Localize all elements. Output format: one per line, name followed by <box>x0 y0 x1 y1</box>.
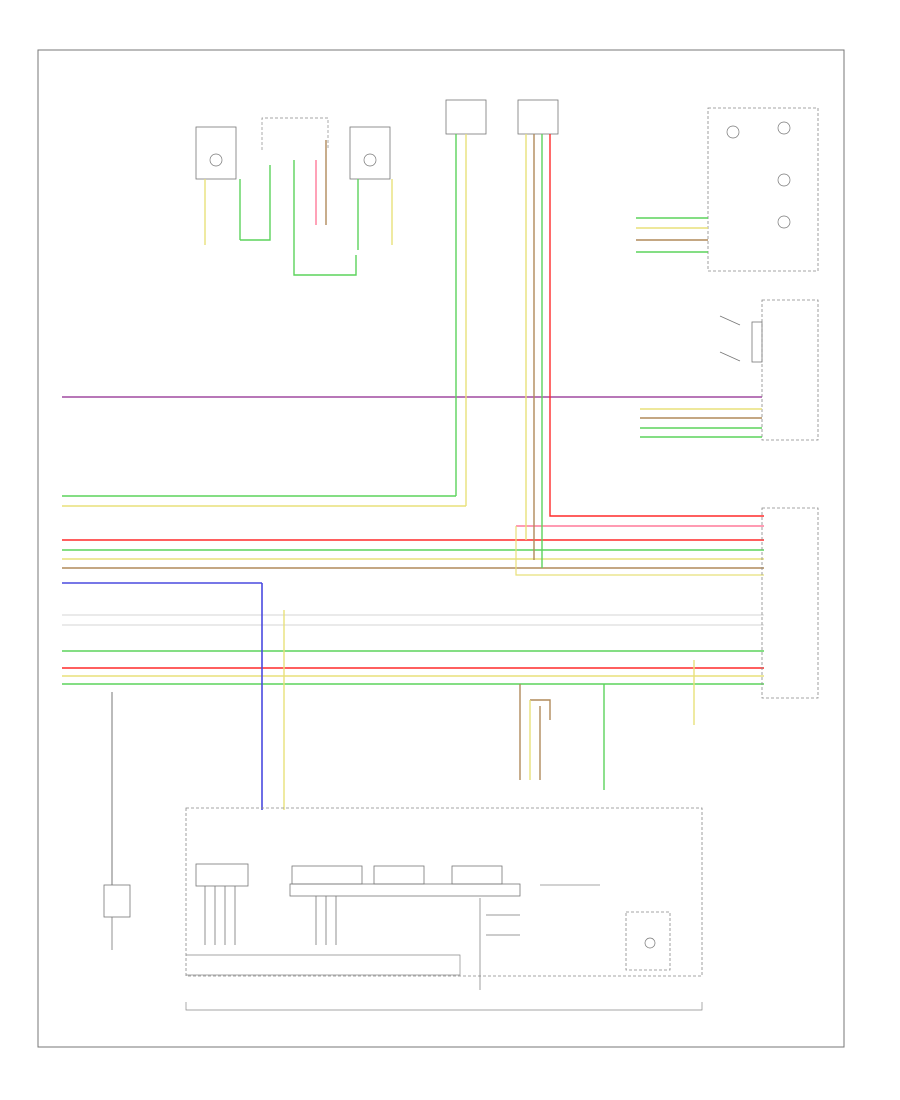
bus-line <box>479 898 520 990</box>
sub-connector <box>373 865 425 885</box>
top-right-module <box>636 107 819 272</box>
switch-block <box>751 321 763 363</box>
module-icon <box>777 173 791 187</box>
sensor-box <box>103 884 131 918</box>
sub-connector <box>291 865 363 885</box>
module-icon <box>726 125 740 139</box>
module-box <box>707 107 819 272</box>
right-front-speaker-box <box>349 126 391 180</box>
ground-bus <box>186 954 461 976</box>
speaker-symbol <box>363 153 377 167</box>
switch-contact <box>719 351 741 362</box>
bottom-left-sensor <box>103 884 131 950</box>
wire-red <box>549 134 764 517</box>
right-unit <box>761 507 819 699</box>
top-center-connectors <box>445 99 559 135</box>
speaker-symbol <box>209 153 223 167</box>
bracket-line <box>185 1002 703 1011</box>
module-icon <box>777 121 791 135</box>
switch-contact <box>719 315 741 326</box>
left-front-speaker-box <box>195 126 237 180</box>
bottom-module-outline <box>185 807 703 977</box>
bottom-caption-bracket <box>185 1002 703 1011</box>
sub-connector <box>195 863 249 887</box>
top-left-speakers <box>195 117 393 276</box>
sub-connector <box>289 883 521 897</box>
sub-connector <box>451 865 503 885</box>
left-connector-box <box>625 911 671 971</box>
switch-module-box <box>761 299 819 441</box>
horizontal-wires <box>62 396 764 685</box>
right-unit-box <box>761 507 819 699</box>
module-icon <box>777 215 791 229</box>
connector-outline <box>261 117 329 150</box>
diagram-frame <box>37 49 845 1048</box>
wire-brown <box>530 699 551 720</box>
wire-yellow <box>515 526 764 576</box>
vertical-wires <box>111 134 764 885</box>
connector-box <box>445 99 487 135</box>
bottom-module <box>185 807 703 990</box>
sensor-icon <box>644 937 656 949</box>
wire-green <box>240 165 271 241</box>
wire-green <box>293 160 357 276</box>
switch-module <box>719 299 819 441</box>
connector-box <box>517 99 559 135</box>
